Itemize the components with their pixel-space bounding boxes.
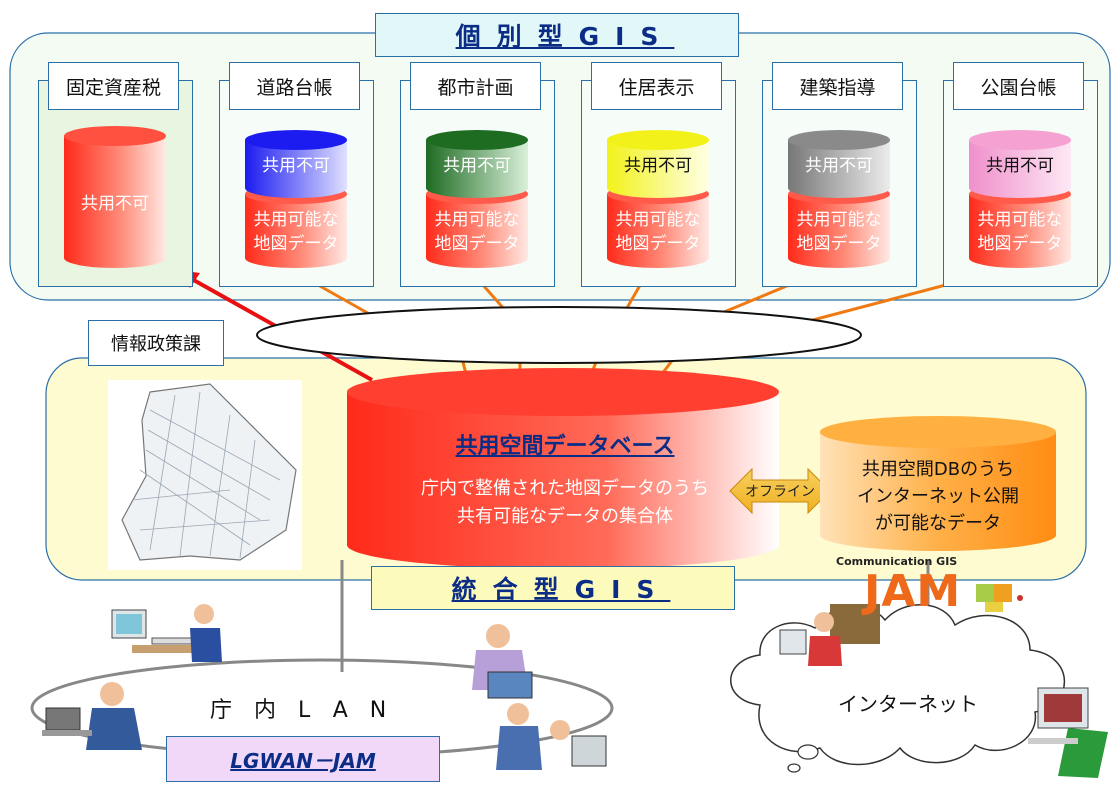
top-segment-label: 共用不可	[986, 156, 1054, 176]
city-map-image	[108, 380, 302, 570]
exchange-hub-ellipse	[256, 306, 862, 364]
dept-name-label: 住居表示	[591, 62, 722, 110]
laptop-user-clipart	[472, 624, 533, 699]
public-db-cylinder	[820, 416, 1056, 551]
bottom-segment-label: 共用可能な 地図データ	[253, 210, 339, 254]
dept-db-cylinder	[607, 130, 709, 268]
pc-user-clipart	[1028, 687, 1108, 778]
internet-label: インターネット	[838, 692, 978, 716]
cloud-bubble	[797, 744, 819, 760]
shared-db-line2: 共有可能なデータの集合体	[457, 506, 673, 527]
offline-label: オフライン	[745, 484, 815, 500]
public-db-text: 共用空間DBのうち インターネット公開 が可能なデータ	[824, 456, 1052, 537]
dept-db-cylinder	[245, 130, 347, 268]
individual-gis-title: 個別型GIS	[375, 13, 739, 57]
lan-label: 庁内LAN	[210, 698, 409, 723]
bottom-segment-label: 共用可能な 地図データ	[977, 210, 1063, 254]
dept-name-label: 建築指導	[772, 62, 903, 110]
top-segment-label: 共用不可	[805, 156, 873, 176]
office-worker-clipart	[111, 604, 222, 662]
jam-logo-puzzle	[976, 584, 1023, 612]
shared-db-line1: 庁内で整備された地図データのうち	[421, 478, 709, 499]
jam-logo-word: JAM	[864, 566, 962, 617]
meeting-clipart	[496, 703, 607, 770]
public-db-line3: が可能なデータ	[875, 513, 1001, 534]
dept-db-cylinder	[426, 130, 528, 268]
internet-cloud	[730, 604, 1066, 766]
info-division-label: 情報政策課	[88, 320, 224, 366]
lgwan-jam-label: LGWAN－JAM	[166, 736, 440, 782]
dept-name-label: 固定資産税	[48, 62, 179, 110]
shared-db-title: 共用空間データベース	[455, 434, 675, 459]
integrated-gis-title: 統合型GIS	[371, 566, 735, 610]
jam-logo-caption: Communication GIS	[836, 555, 958, 568]
shared-db-cylinder	[347, 368, 779, 569]
bottom-segment-label: 共用可能な 地図データ	[434, 210, 520, 254]
dept-db-cylinder	[788, 130, 890, 268]
bottom-segment-label: 共用可能な 地図データ	[796, 210, 882, 254]
dept-name-label: 公園台帳	[953, 62, 1084, 110]
top-segment-label: 共用不可	[443, 156, 511, 176]
dept-name-label: 都市計画	[410, 62, 541, 110]
bottom-segment-label: 共用可能な 地図データ	[615, 210, 701, 254]
top-segment-label: 共用不可	[624, 156, 692, 176]
dept-db-cylinder	[64, 126, 166, 268]
public-db-line2: インターネット公開	[857, 486, 1019, 507]
cylinder-label: 共用不可	[81, 194, 149, 214]
dept-db-cylinder	[969, 130, 1071, 268]
top-segment-label: 共用不可	[262, 156, 330, 176]
laptop-worker-clipart	[42, 682, 142, 750]
dept-name-label: 道路台帳	[229, 62, 360, 110]
home-user-clipart	[779, 604, 880, 666]
public-db-line1: 共用空間DBのうち	[861, 459, 1015, 480]
cloud-bubble	[787, 763, 801, 773]
